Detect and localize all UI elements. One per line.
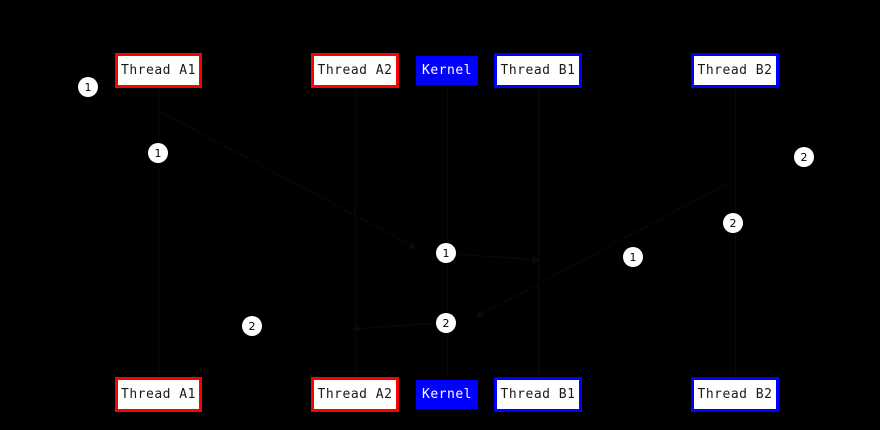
- lane-foot-kernel[interactable]: Kernel: [416, 380, 478, 409]
- lifeline-thread-a2: [355, 88, 356, 377]
- lane-foot-thread-a1-label: Thread A1: [121, 387, 196, 402]
- lane-foot-thread-b1-label: Thread B1: [500, 387, 576, 402]
- sequence-badge[interactable]: 2: [794, 147, 814, 167]
- lane-head-kernel-label: Kernel: [422, 63, 472, 78]
- message-kernel-to-b1: [446, 253, 539, 261]
- lane-foot-thread-a2-label: Thread A2: [317, 387, 393, 402]
- sequence-badge[interactable]: 1: [436, 243, 456, 263]
- lane-foot-thread-b2-label: Thread B2: [697, 387, 773, 402]
- sequence-badge[interactable]: 2: [242, 316, 262, 336]
- message-b2-to-kernel: [476, 179, 735, 318]
- lifeline-thread-b1: [538, 88, 539, 377]
- lane-head-kernel[interactable]: Kernel: [416, 56, 478, 85]
- sequence-badge[interactable]: 2: [723, 213, 743, 233]
- lifeline-kernel: [447, 88, 448, 377]
- lane-head-thread-a1[interactable]: Thread A1: [115, 53, 202, 88]
- lane-foot-thread-b1[interactable]: Thread B1: [494, 377, 582, 412]
- sequence-badge[interactable]: 1: [623, 247, 643, 267]
- lane-head-thread-a2[interactable]: Thread A2: [311, 53, 399, 88]
- lane-head-thread-b2[interactable]: Thread B2: [691, 53, 779, 88]
- sequence-badge[interactable]: 1: [78, 77, 98, 97]
- lane-head-thread-a1-label: Thread A1: [121, 63, 196, 78]
- lifeline-thread-a1: [158, 88, 159, 377]
- lane-head-thread-b1[interactable]: Thread B1: [494, 53, 582, 88]
- lane-foot-thread-b2[interactable]: Thread B2: [691, 377, 779, 412]
- lane-foot-thread-a2[interactable]: Thread A2: [311, 377, 399, 412]
- lane-foot-kernel-label: Kernel: [422, 387, 472, 402]
- sequence-badge[interactable]: 2: [436, 313, 456, 333]
- lane-head-thread-b1-label: Thread B1: [500, 63, 576, 78]
- sequence-badge[interactable]: 1: [148, 143, 168, 163]
- message-kernel-to-a2: [353, 322, 447, 330]
- message-a1-to-kernel: [157, 110, 416, 248]
- lane-foot-thread-a1[interactable]: Thread A1: [115, 377, 202, 412]
- lane-head-thread-a2-label: Thread A2: [317, 63, 393, 78]
- lane-head-thread-b2-label: Thread B2: [697, 63, 773, 78]
